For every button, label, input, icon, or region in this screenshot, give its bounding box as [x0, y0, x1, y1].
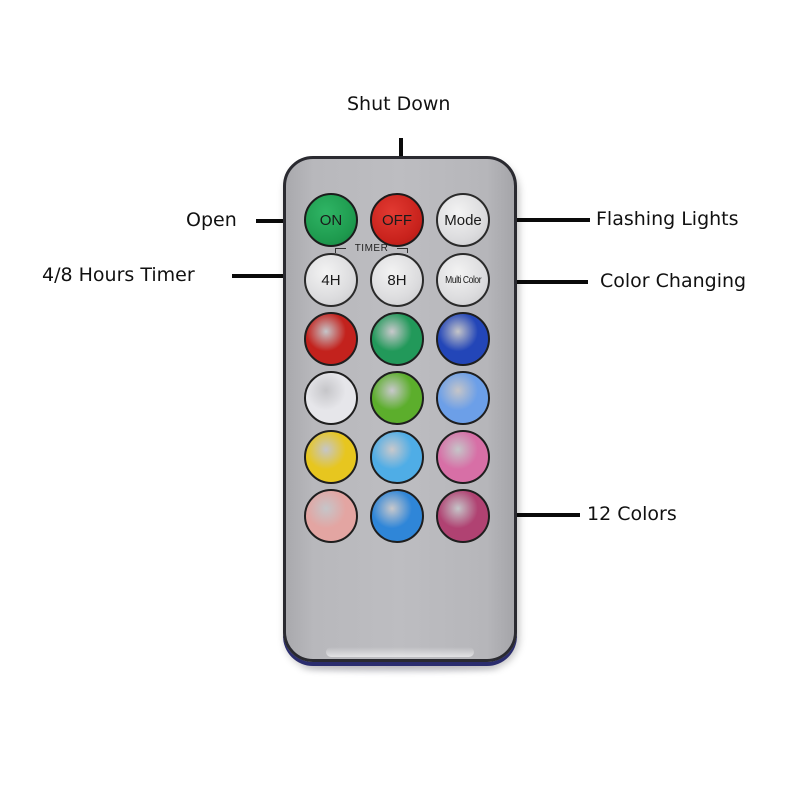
label-color-changing: Color Changing — [600, 270, 747, 292]
timer-8h-label: 8H — [387, 271, 407, 289]
color-button-azure[interactable] — [370, 489, 424, 543]
multi-color-button[interactable]: Multi Color — [436, 253, 490, 307]
leader-line-color-changing — [496, 280, 588, 284]
remote-gloss — [326, 647, 474, 657]
color-button-white[interactable] — [304, 371, 358, 425]
timer-8h-button[interactable]: 8H — [370, 253, 424, 307]
label-flashing-lights: Flashing Lights — [596, 208, 739, 230]
color-button-yellow[interactable] — [304, 430, 358, 484]
color-button-sky-blue[interactable] — [370, 430, 424, 484]
remote-control: ON OFF Mode TIMER 4H 8H Multi Color — [283, 156, 517, 662]
leader-line-12-colors — [496, 513, 580, 517]
off-button-label: OFF — [382, 211, 412, 229]
label-open: Open — [186, 209, 237, 231]
remote-shadow — [300, 664, 500, 672]
timer-caption: TIMER — [335, 243, 408, 254]
color-button-green[interactable] — [370, 312, 424, 366]
label-12-colors: 12 Colors — [587, 503, 677, 525]
on-button-label: ON — [319, 211, 343, 229]
color-button-pink[interactable] — [436, 430, 490, 484]
color-button-blue[interactable] — [436, 312, 490, 366]
color-button-light-pink[interactable] — [304, 489, 358, 543]
label-timer: 4/8 Hours Timer — [42, 264, 195, 286]
color-button-magenta[interactable] — [436, 489, 490, 543]
on-button[interactable]: ON — [304, 193, 358, 247]
timer-4h-label: 4H — [321, 271, 341, 289]
label-shut-down: Shut Down — [347, 93, 451, 115]
leader-line-timer — [232, 274, 302, 278]
off-button[interactable]: OFF — [370, 193, 424, 247]
timer-4h-button[interactable]: 4H — [304, 253, 358, 307]
mode-button[interactable]: Mode — [436, 193, 490, 247]
leader-line-flashing — [495, 218, 590, 222]
color-button-red[interactable] — [304, 312, 358, 366]
multi-color-label: Multi Color — [445, 274, 481, 286]
color-button-light-blue[interactable] — [436, 371, 490, 425]
color-button-lime-green[interactable] — [370, 371, 424, 425]
mode-button-label: Mode — [444, 211, 482, 229]
